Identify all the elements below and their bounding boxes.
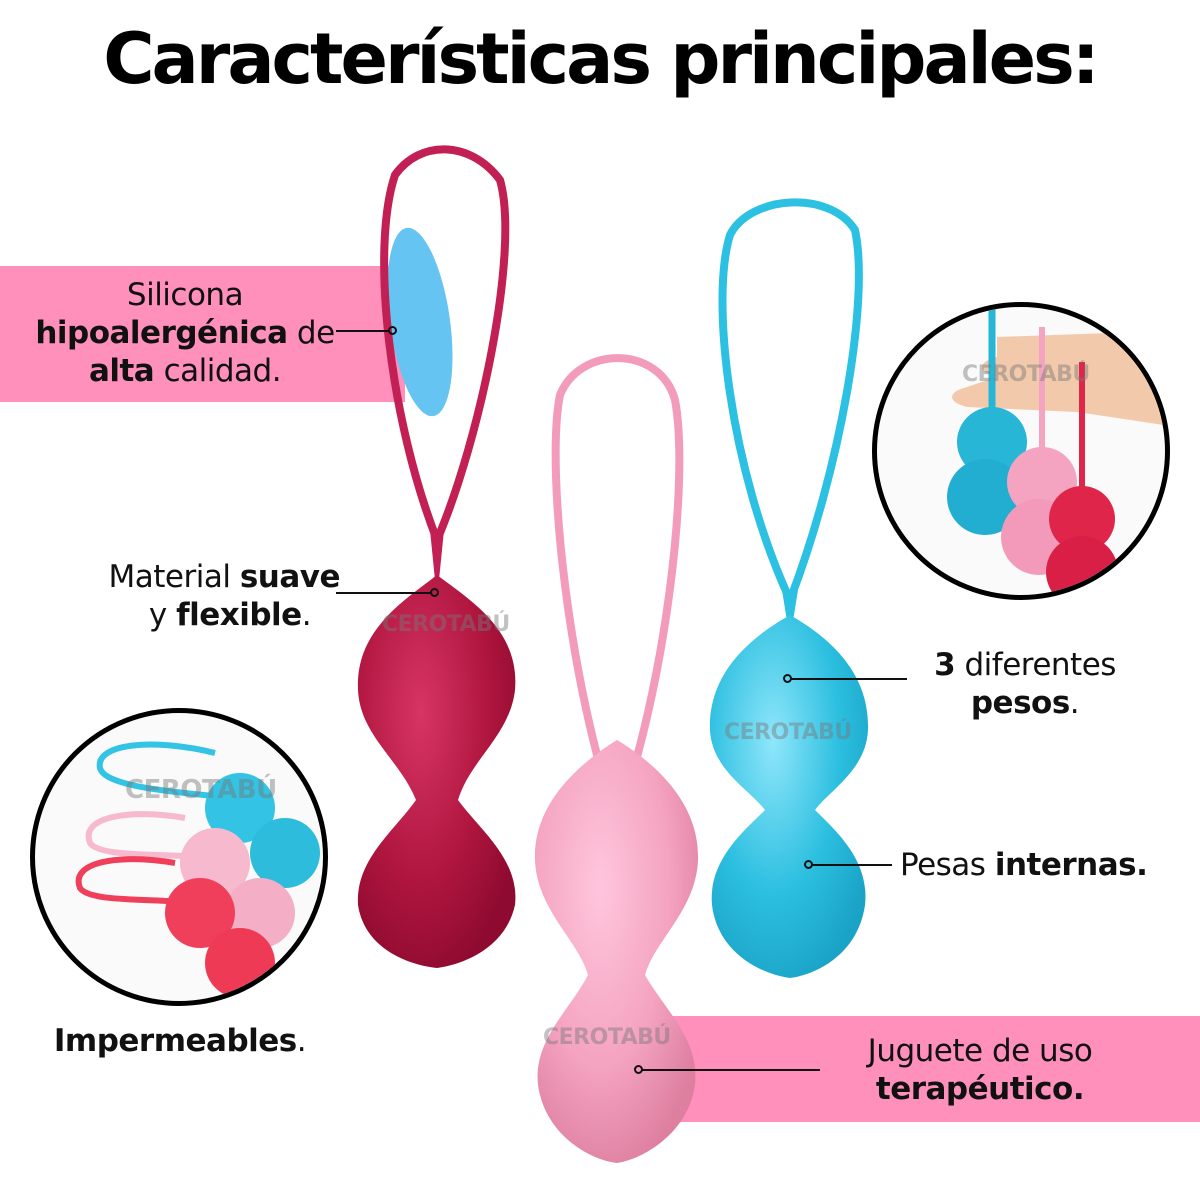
flatlay-inset-image: CEROTABÚ bbox=[30, 708, 328, 1006]
feature-material: Material suave y flexible. bbox=[108, 559, 341, 633]
leader-line bbox=[642, 1069, 820, 1071]
leader-line bbox=[812, 864, 892, 866]
hand-inset-image: CEROTABÚ bbox=[872, 302, 1170, 600]
leader-dot bbox=[388, 326, 397, 335]
leader-line bbox=[336, 330, 390, 332]
feature-band-top bbox=[0, 266, 405, 402]
watermark: CEROTABÚ bbox=[125, 775, 277, 805]
feature-internas: Pesas internas. bbox=[900, 847, 1148, 883]
watermark: CEROTABÚ bbox=[382, 612, 510, 637]
watermark: CEROTABÚ bbox=[724, 720, 852, 745]
leader-line bbox=[336, 592, 432, 594]
feature-impermeables: Impermeables. bbox=[53, 1023, 307, 1059]
watermark: CEROTABÚ bbox=[962, 362, 1090, 387]
feature-terapeutico: Juguete de uso terapéutico. bbox=[867, 1033, 1093, 1107]
leader-line bbox=[791, 678, 907, 680]
flatlay-balls-illustration bbox=[75, 741, 320, 998]
watermark: CEROTABÚ bbox=[543, 1025, 671, 1050]
hand-holding-balls-illustration bbox=[947, 307, 1165, 595]
feature-pesos: 3 diferentes pesos. bbox=[934, 647, 1116, 721]
page-title: Características principales: bbox=[103, 18, 1100, 100]
leader-dot bbox=[430, 588, 439, 597]
feature-silicona: Silicona hipoalergénica de alta calidad. bbox=[35, 277, 335, 389]
